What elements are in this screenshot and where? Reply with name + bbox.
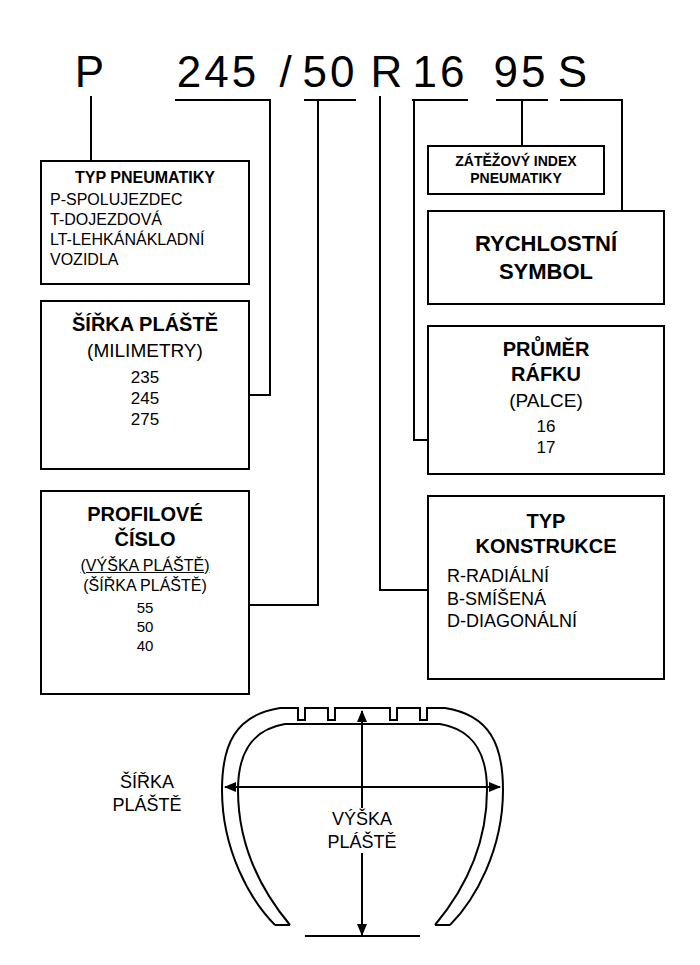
box-text: (MILIMETRY) (50, 339, 240, 363)
rim-diameter-box: PRŮMĚR RÁFKU(PALCE) 1617 (427, 325, 665, 475)
load-index-box: ZÁTĚŽOVÝ INDEX PNEUMATIKY (427, 145, 605, 195)
code-letter: P (71, 50, 111, 94)
box-text: 50 (50, 618, 240, 637)
code-number: 95 (489, 50, 553, 94)
box-text: P-SPOLUJEZDEC (50, 190, 240, 210)
code-number: 245 (163, 50, 273, 94)
box-text: 275 (50, 409, 240, 430)
box-heading: ŠÍŘKA PLÁŠTĚ (50, 312, 240, 337)
leader-line (496, 100, 548, 145)
box-heading: PRŮMĚR RÁFKU (481, 337, 611, 387)
code-slash: / (272, 50, 302, 94)
dimension-label: VÝŠKA PLÁŠTĚ (316, 808, 408, 853)
leader-line (250, 100, 356, 605)
box-text: R-RADIÁLNÍ (437, 565, 655, 588)
box-text: B-SMÍŠENÁ (437, 588, 655, 611)
box-heading: TYP KONSTRUKCE (466, 509, 626, 559)
code-number: 50 (298, 50, 362, 94)
box-text: 17 (437, 437, 655, 458)
box-text: 40 (50, 637, 240, 656)
dimension-label: ŠÍŘKA PLÁŠTĚ (90, 771, 205, 816)
code-letter: S (556, 50, 592, 94)
box-text: (VÝŠKA PLÁŠTĚ) (50, 556, 240, 576)
aspect-ratio-box: PROFILOVÉ ČÍSLO (VÝŠKA PLÁŠTĚ)(ŠÍŘKA PLÁŠ… (40, 490, 250, 695)
box-text: (PALCE) (437, 389, 655, 413)
box-heading: RYCHLOSTNÍ SYMBOL (461, 230, 631, 285)
box-text: 235 (50, 367, 240, 388)
box-text: (ŠÍŘKA PLÁŠTĚ) (50, 576, 240, 596)
leader-line (380, 96, 427, 590)
box-text: 245 (50, 388, 240, 409)
box-text: 16 (437, 416, 655, 437)
code-number: 16 (408, 50, 472, 94)
construction-box: TYP KONSTRUKCE R-RADIÁLNÍB-SMÍŠENÁD-DIAGO… (427, 495, 665, 680)
speed-symbol-box: RYCHLOSTNÍ SYMBOL (427, 210, 665, 305)
box-heading: ZÁTĚŽOVÝ INDEX PNEUMATIKY (437, 153, 595, 187)
leader-line (90, 96, 92, 160)
box-text: 55 (50, 599, 240, 618)
tire-section (222, 708, 503, 936)
tire-type-box: TYP PNEUMATIKYP-SPOLUJEZDECT-DOJEZDOVÁLT… (40, 160, 250, 285)
box-text: T-DOJEZDOVÁ (50, 210, 240, 230)
box-heading: PROFILOVÉ ČÍSLO (70, 502, 220, 552)
code-letter: R (370, 50, 406, 94)
rim-line (305, 935, 420, 937)
width-box: ŠÍŘKA PLÁŠTĚ(MILIMETRY) 235245275 (40, 300, 250, 470)
box-text: LT-LEHKÁNÁKLADNÍ VOZIDLA (50, 230, 240, 270)
box-heading: TYP PNEUMATIKY (50, 168, 240, 188)
box-text: D-DIAGONÁLNÍ (437, 610, 655, 633)
